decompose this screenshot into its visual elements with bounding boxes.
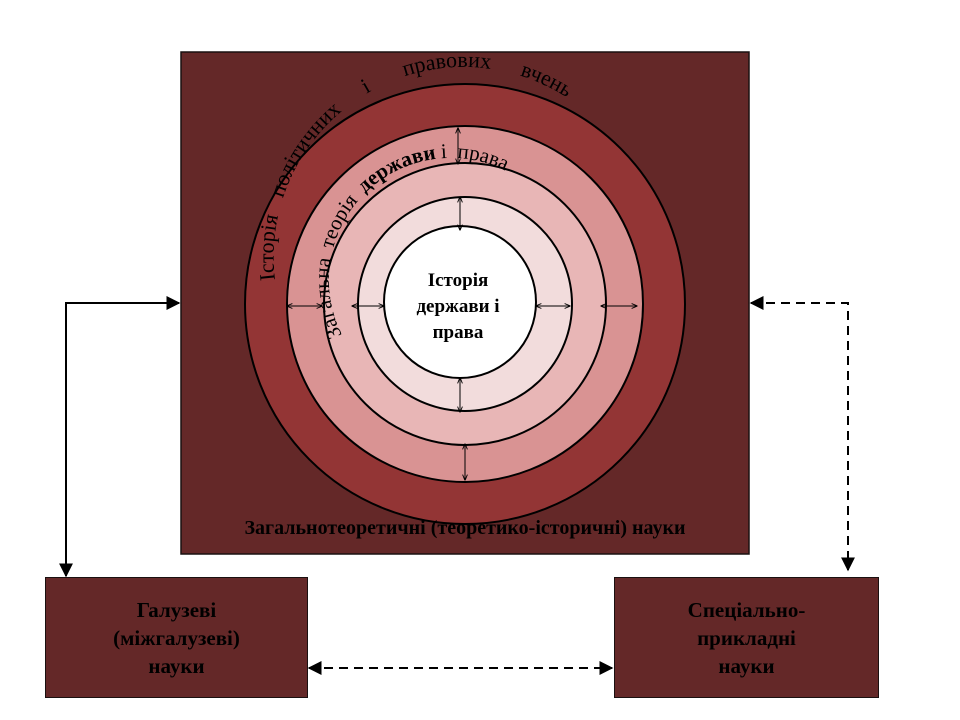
sectoral-sciences-label: Галузеві (міжгалузеві) науки bbox=[113, 597, 240, 678]
ring-connector-arrows bbox=[287, 128, 637, 480]
theoretical-sciences-caption: Загальнотеоретичні (теоретико-історичні)… bbox=[244, 517, 686, 539]
dashed-connector-right bbox=[749, 296, 855, 572]
special-applied-sciences-box: Спеціально- прикладні науки bbox=[614, 577, 879, 698]
core-label: Історія держави і права bbox=[416, 270, 500, 343]
special-applied-sciences-label: Спеціально- прикладні науки bbox=[687, 597, 806, 678]
solid-connector-left bbox=[59, 296, 181, 578]
sectoral-sciences-box: Галузеві (міжгалузеві) науки bbox=[45, 577, 308, 698]
